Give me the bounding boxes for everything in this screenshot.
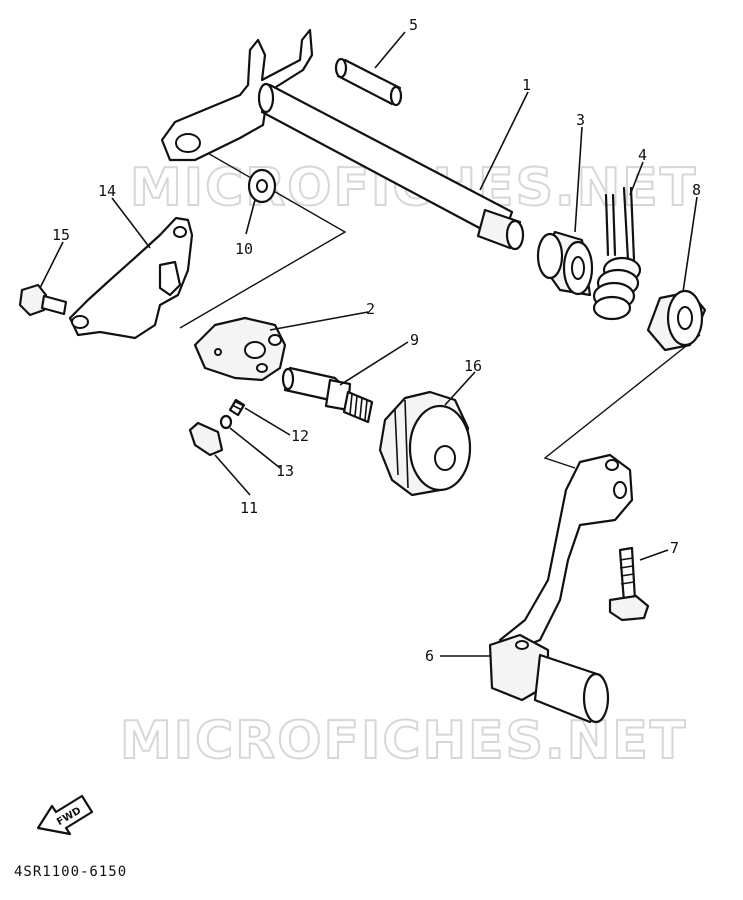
callout-13: 13 <box>276 462 294 480</box>
part-torsion-spring <box>592 186 642 321</box>
part-segment <box>378 390 472 497</box>
callout-14: 14 <box>98 182 116 200</box>
callout-4: 4 <box>638 146 647 164</box>
callout-3: 3 <box>576 111 585 129</box>
diagram-code: 4SR1100-6150 <box>14 864 127 880</box>
leader-lines <box>39 31 698 657</box>
part-pawl <box>188 421 224 457</box>
callout-6: 6 <box>425 647 434 665</box>
part-small-pin <box>219 414 233 430</box>
part-bolt <box>18 283 68 317</box>
callout-9: 9 <box>410 331 419 349</box>
part-collar-2 <box>646 289 707 352</box>
part-pin <box>334 57 403 107</box>
part-shoulder-bolt <box>281 366 374 424</box>
callout-1: 1 <box>522 76 531 94</box>
callout-7: 7 <box>670 539 679 557</box>
part-shift-pedal <box>488 453 634 724</box>
fwd-arrow-icon: FWD <box>36 794 94 836</box>
part-spring <box>228 398 246 417</box>
callout-12: 12 <box>291 427 309 445</box>
part-shift-shaft <box>160 28 525 251</box>
part-pedal-bolt <box>608 546 650 622</box>
callout-15: 15 <box>52 226 70 244</box>
callout-11: 11 <box>240 499 258 517</box>
part-shift-lever <box>193 316 287 382</box>
callout-5: 5 <box>409 16 418 34</box>
part-collar <box>536 230 594 297</box>
callout-8: 8 <box>692 181 701 199</box>
callout-2: 2 <box>366 300 375 318</box>
callout-10: 10 <box>235 240 253 258</box>
callout-16: 16 <box>464 357 482 375</box>
part-stopper-plate <box>68 216 194 340</box>
part-washer <box>247 168 277 204</box>
